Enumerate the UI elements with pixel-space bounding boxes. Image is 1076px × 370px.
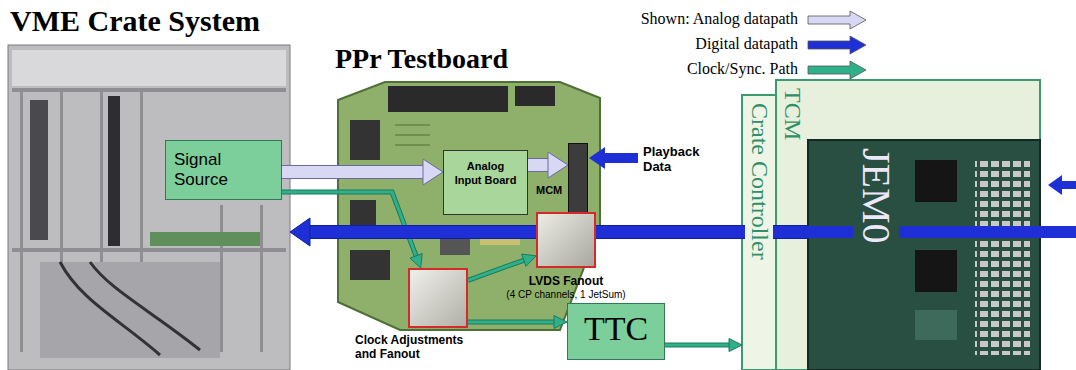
arrow-sample — [808, 11, 866, 29]
jem-module: JEM0 — [808, 140, 1040, 370]
module-label: MCM — [536, 184, 562, 196]
legend-text: Digital datapath — [695, 34, 798, 54]
card-label: TCM — [778, 86, 806, 142]
arrow-outline — [468, 320, 555, 325]
board-title: PPr Testboard — [335, 43, 508, 75]
arrow-body — [282, 192, 417, 257]
photo-caption: Clock Adjustments and Fanout — [355, 334, 477, 362]
arrow-body — [528, 159, 550, 171]
crate-cable — [108, 96, 120, 246]
legend-text: Clock/Sync. Path — [687, 59, 798, 79]
legend-swatch — [806, 35, 868, 55]
ttc-box: TTC — [567, 303, 665, 360]
crate-photo — [8, 45, 290, 370]
arrow-head — [290, 218, 310, 246]
lvds-fanout-photo: LVDS Fanout(4 CP channels, 1 JetSum) — [536, 212, 596, 268]
legend-row: Shown: Analog datapath — [641, 9, 798, 29]
crate-card — [150, 232, 260, 246]
clock-arrow — [468, 316, 567, 329]
jem-component — [915, 310, 957, 340]
arrow-outline — [468, 260, 525, 281]
tcm-card — [776, 80, 1040, 370]
legend-swatch — [806, 10, 868, 30]
board-chip — [350, 250, 390, 280]
jem-photo — [808, 140, 1040, 370]
board-connector — [388, 86, 508, 112]
jem-connectors — [975, 160, 1030, 355]
jem-chip — [915, 160, 957, 202]
arrow-sample — [808, 36, 866, 54]
board-trace — [395, 125, 430, 145]
legend-row: Digital datapath — [695, 34, 798, 54]
box-label: Analog Input Board — [453, 160, 518, 188]
legend-text: Shown: Analog datapath — [641, 9, 798, 29]
crate-rail — [12, 88, 286, 92]
digital-datapath — [808, 226, 1076, 238]
arrow-body — [468, 321, 555, 324]
clock-fanout-photo: Clock Adjustments and Fanout — [408, 268, 468, 328]
digital-input-arrow — [1048, 175, 1076, 195]
clock-arrow — [468, 254, 536, 280]
board-connector — [515, 86, 555, 106]
arrow-body — [468, 260, 525, 281]
crate-cable — [90, 262, 200, 350]
crate-slot — [20, 92, 23, 352]
crate-cable-tray — [40, 262, 220, 358]
arrow-sample — [808, 61, 866, 79]
analog-arrow — [282, 159, 443, 185]
label-holder: Playback Data — [643, 145, 707, 175]
board-chip — [350, 120, 380, 160]
legend-row: Clock/Sync. Path — [687, 59, 798, 79]
arrow-head — [554, 316, 567, 329]
crate-controller-card: Crate Controller — [742, 95, 776, 370]
arrow-head — [729, 339, 742, 352]
crate-system: VME Crate SystemSignal Source — [8, 45, 290, 370]
arrow-head — [423, 159, 443, 185]
arrow-body — [282, 166, 425, 178]
card-label: Crate Controller — [745, 101, 773, 262]
analog-input-box: Analog Input Board — [443, 150, 528, 215]
jem-chip — [915, 250, 957, 292]
arrow-body — [665, 344, 730, 347]
arrow-outline — [282, 165, 425, 179]
ppr-testboard: PPr TestboardAnalog Input BoardMCMLVDS F… — [335, 80, 600, 330]
crate-module — [30, 100, 48, 240]
crate-slot — [220, 205, 223, 352]
signal-label: Playback Data — [643, 145, 707, 175]
clock-arrow — [665, 339, 742, 352]
box-label: Signal Source — [174, 150, 244, 191]
box-label: TTC — [568, 304, 664, 354]
tcm-card: TCM — [776, 80, 808, 370]
crate-top-panel — [12, 50, 286, 86]
arrow-head — [522, 254, 536, 266]
arrow-outline — [528, 158, 550, 172]
arrow-head — [548, 152, 568, 178]
playback-arrow — [589, 147, 638, 169]
module-label: JEM0 — [853, 146, 899, 246]
crate-rail — [12, 248, 286, 252]
arrow-head — [410, 254, 422, 268]
crate-title: VME Crate System — [10, 4, 260, 38]
analog-arrow — [528, 152, 568, 178]
signal-source-box: Signal Source — [165, 140, 282, 200]
photo-caption: LVDS Fanout — [529, 274, 603, 288]
legend-swatch — [806, 60, 868, 80]
crate-slot — [260, 205, 263, 352]
arrow-outline — [665, 343, 730, 348]
photo-note: (4 CP channels, 1 JetSum) — [506, 289, 625, 300]
arrow-outline — [282, 192, 417, 257]
